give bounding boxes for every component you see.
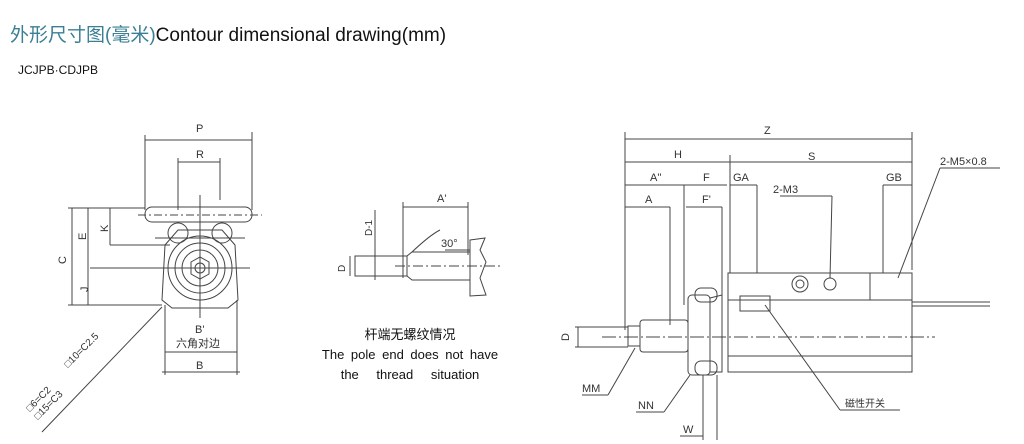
label-A: A xyxy=(645,194,653,206)
side-view: Z H S A'' F GA GB A F' 2-M3 2-M5×0.8 D M… xyxy=(560,125,1000,440)
label-magnetic-switch: 磁性开关 xyxy=(845,397,885,410)
label-MM: MM xyxy=(582,383,600,395)
label-D1: D-1 xyxy=(364,219,375,236)
caption-en-1: The pole end does not have xyxy=(321,347,499,362)
title-cn: 外形尺寸图(毫米) xyxy=(10,25,156,46)
label-NN: NN xyxy=(638,400,654,412)
label-E: E xyxy=(77,233,89,240)
label-C: C xyxy=(57,256,69,264)
label-P: P xyxy=(196,123,203,135)
label-GB: GB xyxy=(886,172,902,184)
label-Z: Z xyxy=(764,125,771,137)
title-en: Contour dimensional drawing(mm) xyxy=(155,25,447,46)
chamfer-note-1: □10=C2.5 xyxy=(62,331,101,370)
label-2-M3: 2-M3 xyxy=(773,184,798,196)
label-A-prime: A' xyxy=(437,193,446,205)
label-2-M5: 2-M5×0.8 xyxy=(940,156,987,168)
label-R: R xyxy=(196,149,204,161)
rod-end-caption: 杆端无螺纹情况 The pole end does not have the t… xyxy=(310,325,510,385)
label-angle: 30° xyxy=(441,238,458,250)
label-B: B xyxy=(196,360,203,372)
label-GA: GA xyxy=(733,172,750,184)
caption-en-2: the thread situation xyxy=(340,367,480,382)
caption-cn: 杆端无螺纹情况 xyxy=(364,327,456,342)
model-label: JCJPB·CDJPB xyxy=(18,63,99,77)
label-S: S xyxy=(808,151,815,163)
front-view: P R C E K J B' 六角对边 B □10=C2.5 □6=C2 □15… xyxy=(24,123,262,433)
label-A-double-prime: A'' xyxy=(650,172,662,184)
rod-end-view: A' 30° D D-1 xyxy=(337,193,500,297)
label-D: D xyxy=(337,265,348,272)
label-H: H xyxy=(674,149,682,161)
label-F: F xyxy=(703,172,710,184)
label-D-side: D xyxy=(560,333,572,341)
label-F-prime: F' xyxy=(702,194,711,206)
label-B-prime: B' xyxy=(195,324,204,336)
label-K: K xyxy=(99,224,111,232)
label-W: W xyxy=(683,424,694,436)
label-J: J xyxy=(79,287,91,293)
label-hex-note: 六角对边 xyxy=(176,336,220,350)
